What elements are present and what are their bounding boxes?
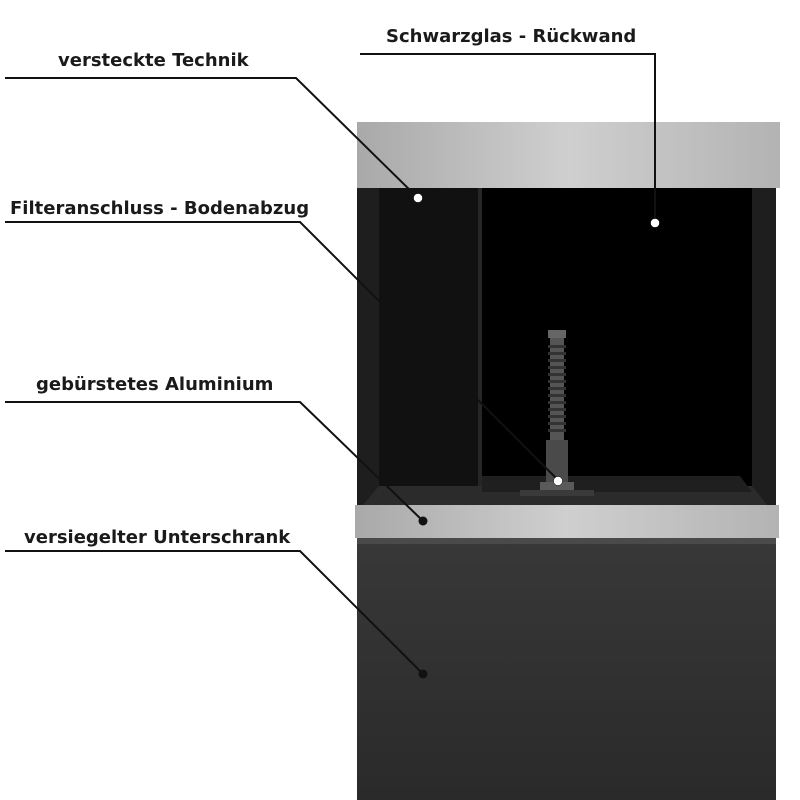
label-filter-connection: Filteranschluss - Bodenabzug xyxy=(10,198,310,219)
marker-filter xyxy=(553,476,563,486)
label-sealed-cabinet: versiegelter Unterschrank xyxy=(24,527,291,548)
filter-pipe xyxy=(520,330,594,496)
leader-line-filter xyxy=(5,221,559,481)
inner-side-wall-right xyxy=(752,188,776,506)
cabinet xyxy=(357,538,776,800)
leader-line-technik xyxy=(5,77,419,199)
label-brushed-aluminium: gebürstetes Aluminium xyxy=(36,374,274,395)
top-aluminium-frame xyxy=(357,122,780,188)
technik-divider xyxy=(478,188,482,500)
aquarium-floor-front xyxy=(482,476,752,492)
technik-compartment xyxy=(379,188,481,500)
leader-line-alu xyxy=(5,401,424,522)
leader-line-rueckwand xyxy=(360,53,656,222)
cabinet-top-edge xyxy=(357,538,776,544)
leader-line-schrank xyxy=(5,550,424,675)
inner-side-wall-left xyxy=(357,188,379,506)
marker-alu xyxy=(418,516,428,526)
marker-technik xyxy=(413,193,423,203)
label-hidden-technology: versteckte Technik xyxy=(58,50,249,71)
marker-rueckwand xyxy=(650,218,660,228)
marker-schrank xyxy=(418,669,428,679)
label-black-glass-back: Schwarzglas - Rückwand xyxy=(386,26,637,47)
